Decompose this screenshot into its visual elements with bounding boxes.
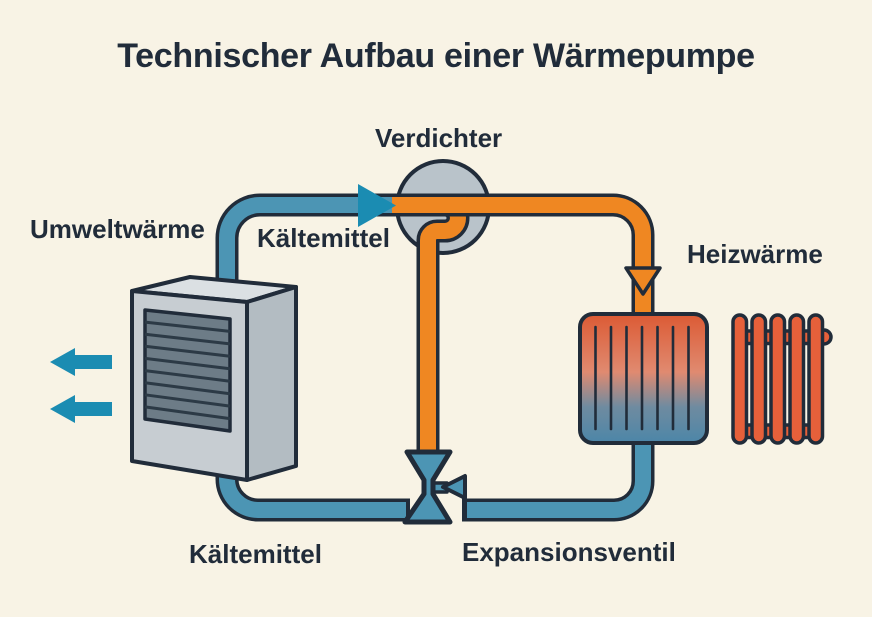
label-kaeltemittel-bottom: Kältemittel	[189, 539, 322, 569]
label-heizwaerme: Heizwärme	[687, 239, 823, 269]
left-arrow-icon	[50, 348, 112, 376]
radiator-section	[807, 313, 825, 445]
radiator-section	[788, 313, 806, 445]
radiator-section	[750, 313, 768, 445]
umweltwaerme-arrows	[50, 348, 112, 423]
valve-body	[402, 449, 453, 525]
louver-slat	[144, 356, 231, 371]
louver-slat	[144, 393, 231, 408]
pipe-hot-main	[392, 193, 655, 320]
condenser-fins	[594, 325, 690, 431]
label-expansionsventil: Expansionsventil	[462, 537, 676, 567]
louver-slats	[144, 320, 231, 421]
radiator-section	[769, 313, 787, 445]
label-verdichter: Verdichter	[375, 123, 502, 153]
radiator-icon	[731, 313, 833, 445]
louver-slat	[144, 344, 231, 358]
right-arrow-icon	[358, 184, 396, 227]
heat-exchanger-gradient-box	[578, 312, 709, 445]
page-title: Technischer Aufbau einer Wärmepumpe	[117, 37, 755, 75]
left-arrow-icon	[50, 395, 112, 423]
outdoor-unit-box	[130, 275, 298, 482]
pipe-cold-return-core	[467, 426, 651, 518]
label-kaeltemittel-top: Kältemittel	[257, 223, 390, 253]
diagram-labels: Technischer Aufbau einer Wärmepumpe Verd…	[30, 37, 823, 569]
valve-handle	[441, 474, 467, 500]
label-umweltwaerme: Umweltwärme	[30, 214, 205, 244]
louver-slat	[144, 405, 231, 421]
pipe-cold-return	[462, 426, 655, 522]
louver-slat	[144, 332, 231, 346]
down-arrow-icon	[624, 266, 662, 296]
valve-bowtie-icon	[402, 449, 467, 525]
pipe-hot-core	[392, 197, 651, 320]
louver-slat	[144, 369, 231, 383]
louver-slat	[144, 320, 231, 333]
radiator-section	[731, 313, 749, 445]
louver-slat	[144, 381, 231, 396]
outdoor-unit-side-face	[245, 285, 298, 482]
